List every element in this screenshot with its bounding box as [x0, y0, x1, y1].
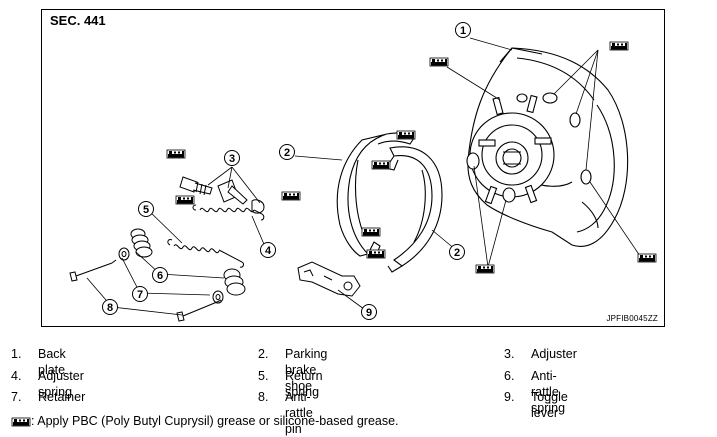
callout-circle [455, 22, 471, 38]
anti-rattle-spring-left [130, 228, 153, 258]
adjuster-spring [192, 204, 265, 221]
callout-number: 4 [265, 245, 272, 257]
callout-number: 8 [107, 302, 113, 314]
callout-number: 1 [460, 25, 466, 37]
hub [466, 92, 592, 205]
callout-circle [279, 144, 295, 160]
toggle-lever [297, 261, 361, 297]
anti-rattle-spring-right [223, 268, 246, 296]
legend-label: Adjuster spring [38, 369, 84, 399]
figure-code: JPFIB0045ZZ [606, 314, 658, 323]
legend-label: Anti-rattle spring [531, 369, 566, 415]
legend-number: 4. [11, 369, 22, 383]
legend-label: Parking brake shoe [285, 347, 328, 393]
legend-number: 2. [258, 347, 269, 361]
legend-number: 6. [504, 369, 515, 383]
callout-number: 2 [454, 247, 460, 259]
callout-number: 3 [229, 153, 235, 165]
brake-assembly-diagram: 1 2 2 3 4 5 6 7 8 9 [69, 22, 657, 322]
grease-note-text: : Apply PBC (Poly Butyl Cuprysil) grease… [31, 414, 399, 428]
callout-number: 2 [284, 147, 290, 159]
legend-label: Anti-rattle pin [285, 390, 313, 436]
return-spring [167, 239, 244, 268]
callout-number: 9 [366, 307, 372, 319]
callout-number: 7 [137, 289, 143, 301]
legend-number: 1. [11, 347, 22, 361]
callout-circle [138, 201, 154, 217]
adjuster [179, 176, 265, 214]
legend-label: Return spring [285, 369, 323, 399]
legend-number: 5. [258, 369, 269, 383]
callout-circle [361, 304, 377, 320]
callout-number: 6 [157, 270, 163, 282]
legend-number: 8. [258, 390, 269, 404]
legend-label: Retainer [38, 390, 86, 404]
callout-circle [152, 267, 168, 283]
diagram-frame: 1 2 2 3 4 5 6 7 8 9 SEC. 441 JPFIB0045ZZ [41, 9, 665, 327]
legend-label: Back plate [38, 347, 66, 377]
legend-number: 9. [504, 390, 515, 404]
callout-circle [260, 242, 276, 258]
legend-number: 7. [11, 390, 22, 404]
callout-circle [449, 244, 465, 260]
callout-circle [132, 286, 148, 302]
legend-label: Adjuster [531, 347, 577, 361]
grease-gun-icon [11, 417, 31, 427]
callout-number: 5 [143, 204, 149, 216]
callout-circle [224, 150, 240, 166]
legend-label: Toggle lever [531, 390, 568, 420]
section-label: SEC. 441 [50, 13, 106, 28]
callout-markers: 1 2 2 3 4 5 6 7 8 9 [102, 22, 471, 320]
parking-brake-shoe-right [385, 146, 443, 273]
legend-number: 3. [504, 347, 515, 361]
callout-circle [102, 299, 118, 315]
grease-note: : Apply PBC (Poly Butyl Cuprysil) grease… [11, 413, 399, 429]
